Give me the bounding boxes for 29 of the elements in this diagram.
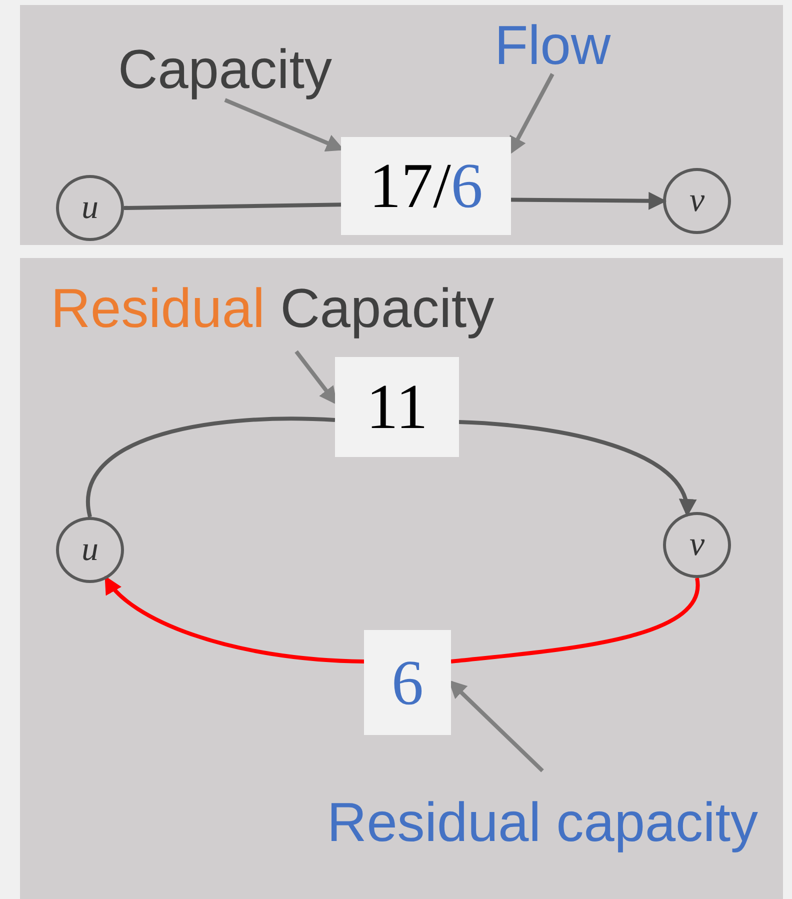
connector-line [86,416,336,518]
vertex-label: v [689,182,705,220]
value-label: 6 [392,646,424,720]
value-box [341,137,511,235]
value-label: 6 [450,149,483,223]
value-label: 11 [366,370,428,444]
vertex-label: u [82,531,98,569]
connector-line [124,202,342,210]
vertex-circle [56,175,124,241]
annotation-label: Capacity [280,276,494,340]
panel [20,5,783,245]
vertex-label: u [82,189,98,227]
annotation-label: Residual capacity [326,790,758,854]
annotation-label: Capacity [118,37,332,101]
value-box [364,630,451,735]
annotation-label: Residual [50,276,265,340]
vertex-circle [56,517,124,583]
connector-line [450,578,699,664]
vertex-circle [663,168,731,234]
value-label: 17/ [369,149,451,223]
arrow [448,680,544,772]
arrow [294,350,338,405]
value-box [335,357,459,457]
panel [20,258,783,899]
vertex-circle [663,512,731,578]
arrow [509,73,554,155]
arrow [104,576,364,664]
annotation-label: Flow [494,13,611,77]
vertex-label: v [689,526,705,564]
